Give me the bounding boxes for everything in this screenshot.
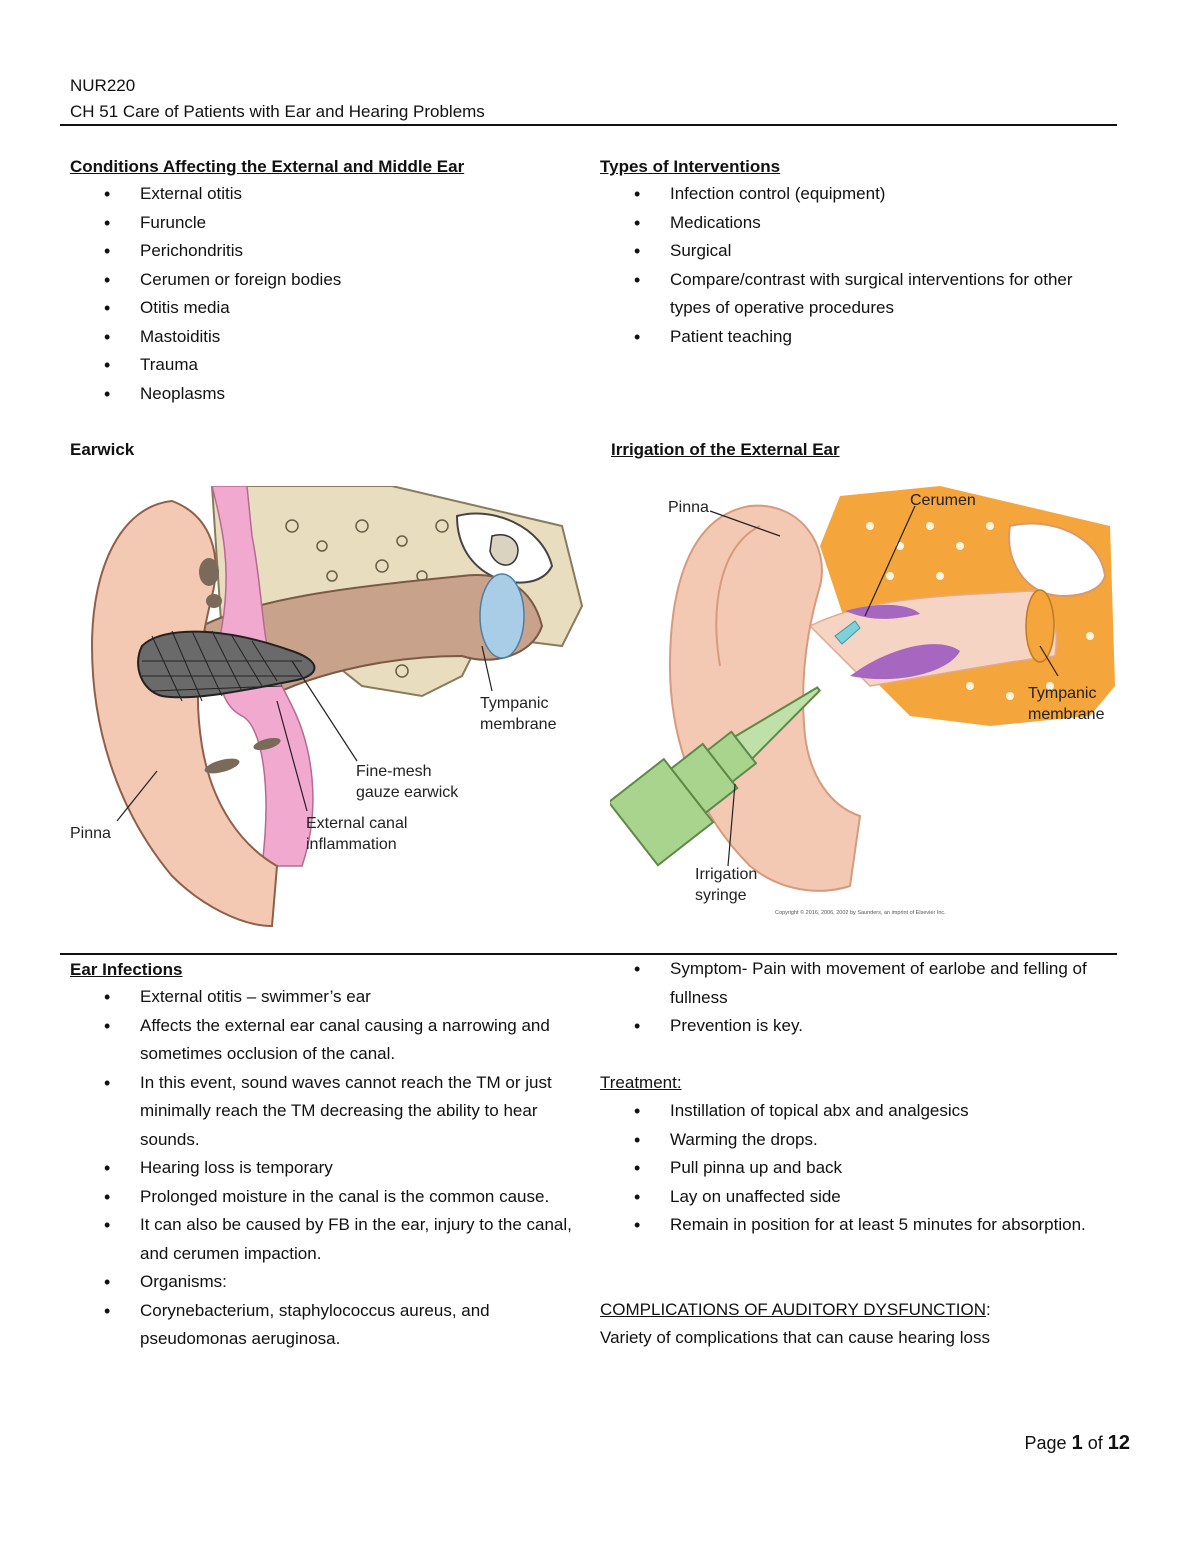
tympanic-label-2: membrane — [480, 716, 557, 733]
conditions-title: Conditions Affecting the External and Mi… — [70, 157, 465, 176]
course-code: NUR220 — [70, 76, 136, 95]
figures-rule — [60, 953, 1117, 955]
earwick-illustration: Tympanic membrane Fine-mesh gauze earwic… — [70, 486, 584, 928]
treatment-list: Instillation of topical abx and analgesi… — [600, 1097, 1110, 1240]
list-item: Lay on unaffected side — [600, 1183, 1110, 1212]
canal-label-1: External canal — [306, 815, 407, 832]
interventions-list: Infection control (equipment) Medication… — [600, 180, 1110, 351]
complications-text: Variety of complications that can cause … — [600, 1328, 990, 1347]
list-item: Patient teaching — [600, 323, 1110, 352]
list-item: Compare/contrast with surgical intervent… — [600, 266, 1110, 323]
list-item: Instillation of topical abx and analgesi… — [600, 1097, 1110, 1126]
list-item: Infection control (equipment) — [600, 180, 1110, 209]
irrigation-illustration: Pinna Cerumen Tympanic membrane Irrigati… — [610, 486, 1115, 916]
pinna-label: Pinna — [70, 825, 111, 842]
list-item: Prevention is key. — [600, 1012, 1110, 1041]
treatment-title: Treatment: — [600, 1073, 682, 1092]
list-item: In this event, sound waves cannot reach … — [70, 1069, 590, 1155]
list-item: Surgical — [600, 237, 1110, 266]
irrigation-title: Irrigation of the External Ear — [611, 440, 840, 459]
list-item: Prolonged moisture in the canal is the c… — [70, 1183, 590, 1212]
page-indicator: Page 1 of 12 — [1025, 1432, 1130, 1455]
list-item: Perichondritis — [70, 237, 590, 266]
list-item: Cerumen or foreign bodies — [70, 266, 590, 295]
list-item: Organisms: — [70, 1268, 590, 1297]
tympanic-label-2: membrane — [1028, 706, 1105, 723]
list-item: Furuncle — [70, 209, 590, 238]
list-item: Affects the external ear canal causing a… — [70, 1012, 590, 1069]
page-number: 1 — [1071, 1432, 1083, 1454]
tympanic-label-1: Tympanic — [1028, 685, 1096, 702]
list-item: Remain in position for at least 5 minute… — [600, 1211, 1110, 1240]
complications-colon: : — [986, 1300, 991, 1319]
ear-infections-list: External otitis – swimmer’s ear Affects … — [70, 983, 590, 1354]
list-item: It can also be caused by FB in the ear, … — [70, 1211, 590, 1268]
list-item: Medications — [600, 209, 1110, 238]
syringe-label-2: syringe — [695, 887, 747, 904]
list-item: Mastoiditis — [70, 323, 590, 352]
gauze-label-2: gauze earwick — [356, 784, 459, 801]
page-word: Page — [1024, 1433, 1067, 1453]
list-item: Warming the drops. — [600, 1126, 1110, 1155]
list-item: Neoplasms — [70, 380, 590, 409]
chapter-title: CH 51 Care of Patients with Ear and Hear… — [70, 102, 485, 121]
conditions-list: External otitis Furuncle Perichondritis … — [70, 180, 590, 408]
list-item: External otitis – swimmer’s ear — [70, 983, 590, 1012]
symptoms-list: Symptom- Pain with movement of earlobe a… — [600, 955, 1110, 1041]
of-word: of — [1087, 1433, 1103, 1453]
complications-title: COMPLICATIONS OF AUDITORY DYSFUNCTION — [600, 1300, 987, 1319]
list-item: External otitis — [70, 180, 590, 209]
interventions-title: Types of Interventions — [600, 157, 781, 176]
canal-label-2: inflammation — [306, 836, 397, 853]
cerumen-label: Cerumen — [910, 492, 976, 509]
pinna-label: Pinna — [668, 499, 709, 516]
list-item: Hearing loss is temporary — [70, 1154, 590, 1183]
list-item: Corynebacterium, staphylococcus aureus, … — [70, 1297, 590, 1354]
gauze-label-1: Fine-mesh — [356, 763, 432, 780]
list-item: Otitis media — [70, 294, 590, 323]
copyright-note: Copyright © 2016, 2006, 2002 by Saunders… — [775, 909, 946, 916]
list-item: Symptom- Pain with movement of earlobe a… — [600, 955, 1110, 1012]
syringe-label-1: Irrigation — [695, 866, 757, 883]
earwick-title: Earwick — [70, 440, 135, 459]
page-total: 12 — [1107, 1432, 1130, 1454]
complications-heading: COMPLICATIONS OF AUDITORY DYSFUNCTION: — [600, 1300, 991, 1320]
tympanic-label-1: Tympanic — [480, 695, 548, 712]
list-item: Trauma — [70, 351, 590, 380]
list-item: Pull pinna up and back — [600, 1154, 1110, 1183]
header-rule — [60, 124, 1117, 126]
ear-infections-title: Ear Infections — [70, 960, 183, 979]
